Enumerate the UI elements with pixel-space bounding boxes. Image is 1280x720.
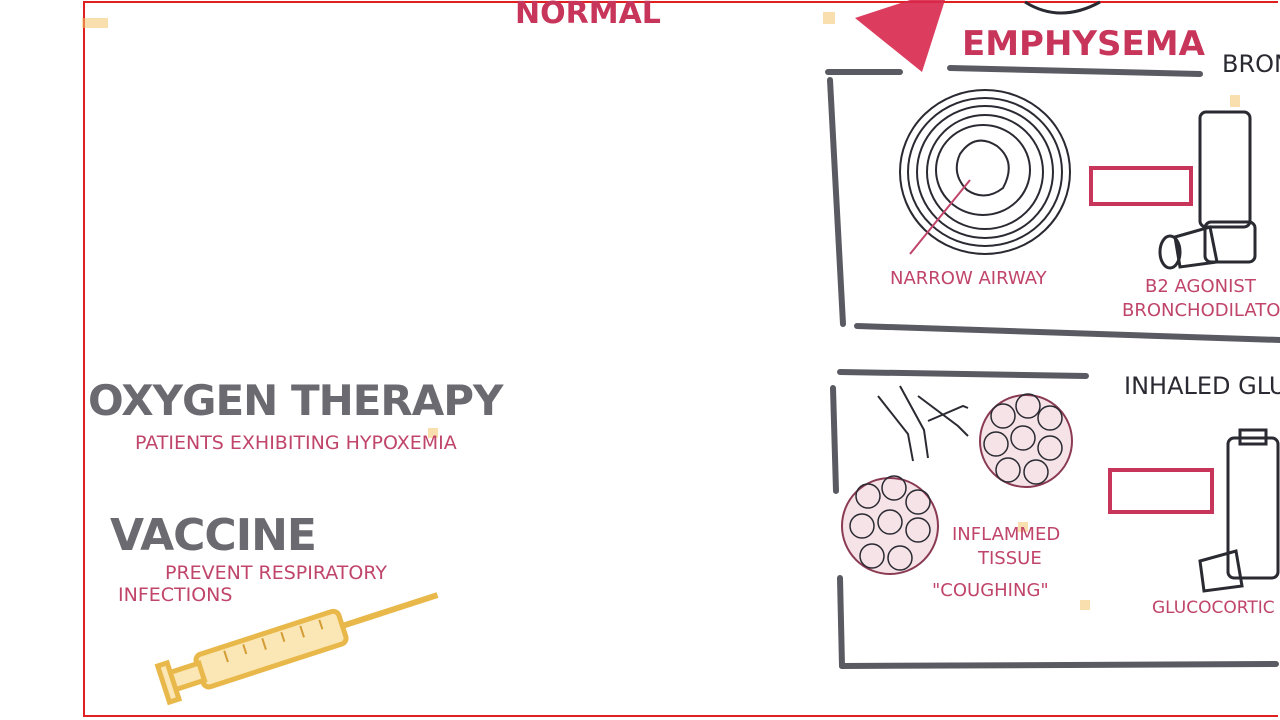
emphysema-heading: EMPHYSEMA	[962, 24, 1205, 64]
arrow-icon	[855, 0, 945, 72]
inflamed-tissue-panel	[830, 369, 1280, 669]
highlight-mark	[1018, 522, 1028, 532]
beta2-agonist-label: B2 AGONIST	[1145, 276, 1256, 297]
emphysema-panel	[825, 65, 1280, 343]
oxygen-therapy-title: OXYGEN THERAPY	[88, 376, 503, 425]
vaccine-subtitle-line1: PREVENT RESPIRATORY	[165, 562, 387, 584]
highlight-mark	[1230, 95, 1240, 107]
canvas-frame	[83, 1, 1278, 717]
normal-heading: NORMAL	[515, 0, 661, 31]
vaccine-subtitle-line2: INFECTIONS	[118, 584, 233, 606]
inhaled-glucocorticoid-heading: INHALED GLU	[1124, 372, 1280, 400]
highlight-mark	[428, 428, 438, 438]
syringe-icon	[154, 592, 439, 706]
highlight-mark	[82, 18, 108, 28]
inflamed-label-line1: INFLAMMED	[952, 524, 1061, 545]
highlight-mark	[823, 12, 835, 24]
glucocorticoid-label: GLUCOCORTIC	[1152, 598, 1275, 618]
coughing-label: "COUGHING"	[932, 580, 1049, 601]
bronchodilator-heading: BRON	[1222, 50, 1280, 78]
narrow-airway-label: NARROW AIRWAY	[890, 268, 1047, 289]
lung-outline-icon	[1024, 0, 1101, 15]
bronchodilator-label: BRONCHODILATO	[1122, 300, 1280, 321]
vaccine-title: VACCINE	[110, 510, 317, 561]
inflamed-label-line2: TISSUE	[978, 548, 1042, 569]
highlight-mark	[1080, 600, 1090, 610]
oxygen-therapy-subtitle: PATIENTS EXHIBITING HYPOXEMIA	[135, 432, 457, 454]
